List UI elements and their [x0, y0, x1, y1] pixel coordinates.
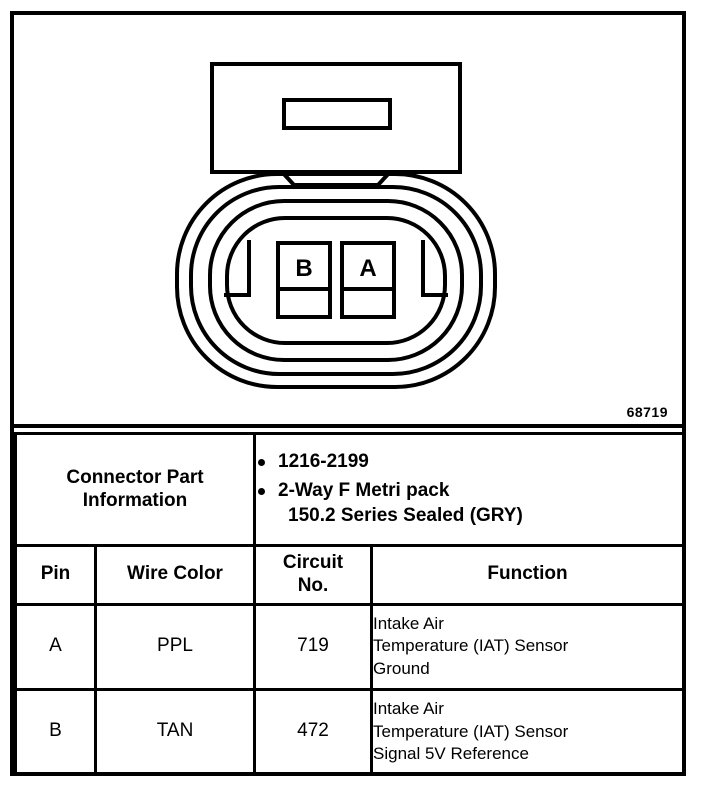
- pin-cavity-b: [276, 241, 332, 319]
- part-bullet-item: 1216-2199: [256, 450, 682, 475]
- row-function-line1: Intake Air: [373, 699, 444, 719]
- row-pin: A: [14, 602, 97, 691]
- connector-shell-third: [208, 199, 464, 362]
- connector-shell-outer: [175, 172, 497, 389]
- latch-slot-rect: [282, 98, 392, 130]
- connector-part-information-bullets: 1216-2199 2-Way F Metri pack 150.2 Serie…: [253, 432, 685, 547]
- row-wire-color: PPL: [94, 602, 256, 691]
- connector-information-table: Connector Part Information 1216-2199 2-W…: [14, 432, 685, 777]
- row-circuit-no: 472: [253, 687, 373, 777]
- header-pin: Pin: [14, 543, 97, 606]
- header-wire-color: Wire Color: [94, 543, 256, 606]
- row-function-line1: Intake Air: [373, 613, 444, 633]
- connector-part-information-row: Connector Part Information 1216-2199 2-W…: [14, 432, 685, 547]
- table-row: B TAN 472 Intake Air Temperature (IAT) S…: [14, 687, 685, 777]
- connector-illustration: B A: [175, 62, 497, 389]
- latch-housing-rect: [210, 62, 462, 174]
- part-bullet-item: 2-Way F Metri pack 150.2 Series Sealed (…: [256, 479, 682, 528]
- row-wire-color: TAN: [94, 687, 256, 777]
- pin-cavity-a: [340, 241, 396, 319]
- table-row: A PPL 719 Intake Air Temperature (IAT) S…: [14, 602, 685, 691]
- connector-shell-second: [189, 185, 483, 376]
- pin-cavity-a-label: A: [359, 255, 376, 282]
- header-function: Function: [370, 543, 685, 606]
- connector-diagram-panel: B A 68719: [14, 15, 682, 424]
- row-pin: B: [14, 687, 97, 777]
- header-circuit-no-line1: Circuit: [282, 551, 344, 573]
- header-circuit-no-line2: No.: [297, 574, 329, 596]
- row-function-line3: Ground: [373, 658, 430, 678]
- row-function: Intake Air Temperature (IAT) Sensor Sign…: [370, 687, 685, 777]
- bullet-dot-icon: [258, 488, 265, 496]
- part-description-continuation: 150.2 Series Sealed (GRY): [288, 505, 523, 527]
- connector-shell-inner: [225, 216, 447, 345]
- connector-part-information-label: Connector Part Information: [14, 432, 256, 547]
- part-number-text: 1216-2199: [278, 450, 369, 472]
- bullet-dot-icon: [258, 458, 265, 466]
- row-function-line2: Temperature (IAT) Sensor: [373, 721, 569, 741]
- figure-number: 68719: [626, 404, 668, 420]
- part-description-text: 2-Way F Metri pack: [278, 480, 450, 502]
- keying-notch-right-icon: [421, 240, 448, 297]
- row-function-line3: Signal 5V Reference: [373, 744, 529, 764]
- row-circuit-no: 719: [253, 602, 373, 691]
- row-function-line2: Temperature (IAT) Sensor: [373, 636, 569, 656]
- diagram-table-separator: [10, 424, 686, 428]
- table-header-row: Pin Wire Color Circuit No. Function: [14, 543, 685, 606]
- cpi-label-line2: Information: [82, 490, 188, 512]
- keying-notch-left-icon: [224, 240, 251, 297]
- cpi-label-line1: Connector Part: [66, 466, 204, 488]
- row-function: Intake Air Temperature (IAT) Sensor Grou…: [370, 602, 685, 691]
- pin-cavity-b-label: B: [295, 255, 312, 282]
- header-circuit-no: Circuit No.: [253, 543, 373, 606]
